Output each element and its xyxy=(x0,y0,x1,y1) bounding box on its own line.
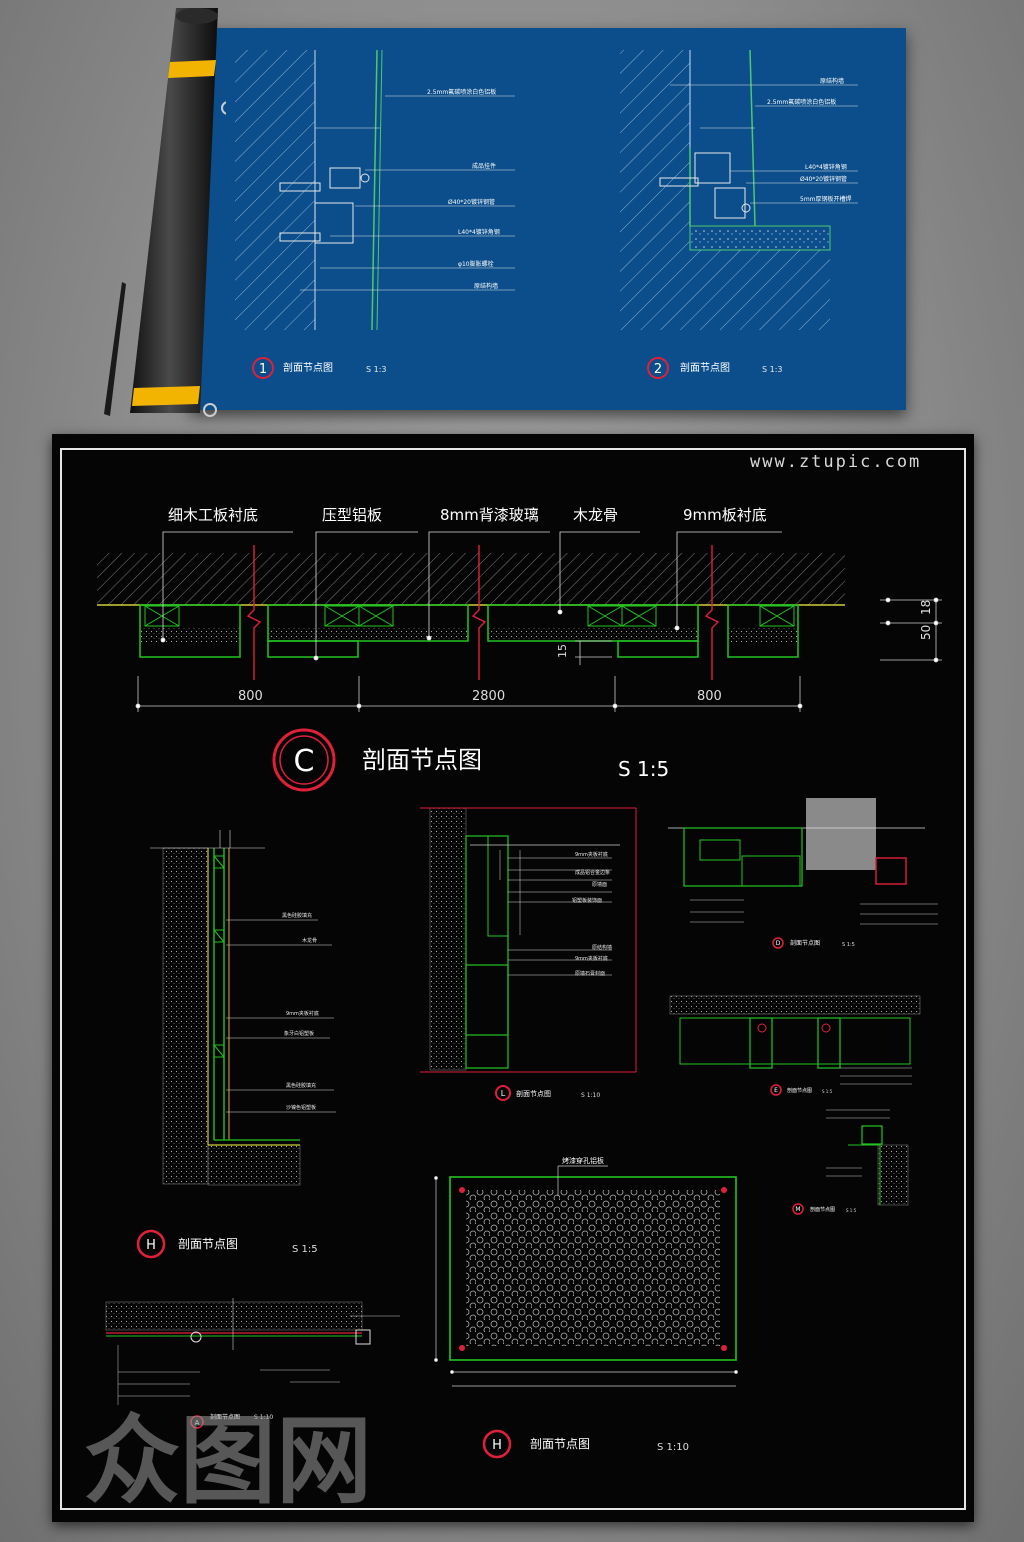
detail-l-drawing: 9mm夹板衬底 成品铝合金边条 原墙面 铝塑板装饰面 原结构墙 9mm夹板衬底 … xyxy=(420,807,637,1073)
d1-label-6: 原结构墙 xyxy=(474,282,498,290)
l-label-3: 原墙面 xyxy=(592,881,607,888)
h2-panel-label: 烤漆穿孔铝板 xyxy=(562,1156,604,1165)
d-title: 剖面节点图 xyxy=(790,939,820,947)
l-marker-ring xyxy=(495,1085,511,1101)
h1-label-2: 木龙骨 xyxy=(302,937,317,944)
c-title: 剖面节点图 xyxy=(362,746,482,774)
c-scale: S 1:5 xyxy=(618,757,669,781)
detail-e-drawing xyxy=(669,995,921,1085)
d-scale: S 1:5 xyxy=(842,942,855,948)
l-label-6: 9mm夹板衬底 xyxy=(575,955,608,962)
h1-marker: H xyxy=(146,1238,156,1253)
a-marker: A xyxy=(195,1419,200,1427)
m-marker-ring xyxy=(792,1203,804,1215)
h1-label-3: 9mm夹板衬底 xyxy=(286,1010,319,1017)
d2-label-5: 5mm厚钢板开槽焊 xyxy=(800,195,852,203)
d1-label-3: Ø40*20镀锌钢管 xyxy=(448,198,495,206)
l-label-1: 9mm夹板衬底 xyxy=(575,851,608,858)
c-marker-ring-inner xyxy=(279,735,329,785)
cad-frame xyxy=(60,448,966,1510)
d1-marker-circle xyxy=(252,357,274,379)
d1-scale: S 1:3 xyxy=(366,365,387,374)
h1-title: 剖面节点图 xyxy=(178,1237,238,1251)
d1-label-4: L40*4镀锌角钢 xyxy=(458,228,500,236)
m-marker: M xyxy=(795,1206,800,1213)
h1-scale: S 1:5 xyxy=(292,1244,318,1255)
blueprint-drawing: 2.5mm氟碳喷涂白色铝板 成品挂件 Ø40*20镀锌钢管 L40*4镀锌角钢 … xyxy=(235,49,858,379)
detail-h2-drawing: 烤漆穿孔铝板 xyxy=(434,1156,738,1387)
e-title: 剖面节点图 xyxy=(787,1087,812,1094)
detail-c-drawing: 细木工板衬底 压型铝板 8mm背漆玻璃 木龙骨 9mm板衬底 800 2800 … xyxy=(97,506,942,712)
h1-label-5: 黑色硅胶填充 xyxy=(286,1082,316,1089)
d1-label-5: φ10膨胀螺栓 xyxy=(458,260,494,268)
m-scale: S 1:5 xyxy=(846,1208,857,1213)
l-marker: L xyxy=(501,1089,506,1098)
c-label-4: 木龙骨 xyxy=(573,506,618,524)
d2-label-4: Ø40*20镀锌钢管 xyxy=(800,175,847,183)
l-title: 剖面节点图 xyxy=(516,1089,551,1098)
e-marker-ring xyxy=(770,1084,782,1096)
detail-2-drawing: 原结构墙 2.5mm氟碳喷涂白色铝板 L40*4镀锌角钢 Ø40*20镀锌钢管 … xyxy=(620,49,858,330)
c-label-1: 细木工板衬底 xyxy=(168,506,258,524)
d2-marker: 2 xyxy=(654,362,662,377)
d2-label-1: 原结构墙 xyxy=(820,77,844,85)
d2-label-3: L40*4镀锌角钢 xyxy=(805,163,847,171)
h1-marker-ring xyxy=(136,1229,166,1259)
e-marker: E xyxy=(774,1087,778,1094)
d1-label-2: 成品挂件 xyxy=(472,162,496,170)
h1-label-4: 象牙白铝塑板 xyxy=(284,1030,314,1037)
h2-scale: S 1:10 xyxy=(657,1442,689,1453)
e-scale: S 1:5 xyxy=(822,1089,833,1094)
logo-text: 众图网 xyxy=(84,1406,372,1510)
h2-marker: H xyxy=(492,1438,502,1453)
d2-label-2: 2.5mm氟碳喷涂白色铝板 xyxy=(767,98,836,106)
d2-title: 剖面节点图 xyxy=(680,361,730,374)
l-scale: S 1:10 xyxy=(581,1092,600,1099)
c-label-2: 压型铝板 xyxy=(322,506,382,524)
detail-1-drawing: 2.5mm氟碳喷涂白色铝板 成品挂件 Ø40*20镀锌钢管 L40*4镀锌角钢 … xyxy=(235,49,515,331)
l-label-7: 原墙石膏封面 xyxy=(575,970,605,977)
d-marker: D xyxy=(776,940,781,947)
l-label-2: 成品铝合金边条 xyxy=(575,869,610,876)
a-title: 剖面节点图 xyxy=(210,1413,240,1421)
d2-marker-circle xyxy=(647,357,669,379)
ztupic-logo: 众图网 xyxy=(84,1406,372,1510)
detail-d-drawing xyxy=(668,798,938,925)
blueprint-sheet: 2.5mm氟碳喷涂白色铝板 成品挂件 Ø40*20镀锌钢管 L40*4镀锌角钢 … xyxy=(190,28,906,410)
c-dim-15: 15 xyxy=(556,644,569,658)
c-dim-800-right: 800 xyxy=(697,689,722,704)
c-dim-18: 18 xyxy=(919,600,933,615)
c-dim-2800: 2800 xyxy=(472,689,505,704)
a-scale: S 1:10 xyxy=(254,1414,273,1421)
scroll-tube xyxy=(130,8,235,422)
c-marker-ring xyxy=(272,728,336,792)
detail-a-drawing xyxy=(105,1298,400,1405)
c-dim-800-left: 800 xyxy=(238,689,263,704)
d-marker-ring xyxy=(772,937,784,949)
h2-title: 剖面节点图 xyxy=(530,1437,590,1451)
c-marker: C xyxy=(294,744,315,779)
d1-title: 剖面节点图 xyxy=(283,361,333,374)
watermark-url: www.ztupic.com xyxy=(750,452,922,472)
h2-marker-ring xyxy=(482,1429,512,1459)
pen-icon xyxy=(104,282,126,416)
a-marker-ring xyxy=(190,1415,204,1429)
c-label-3: 8mm背漆玻璃 xyxy=(440,506,539,524)
d1-label-1: 2.5mm氟碳喷涂白色铝板 xyxy=(427,88,496,96)
h1-label-1: 黑色硅胶填充 xyxy=(282,912,312,919)
detail-h1-drawing: 黑色硅胶填充 木龙骨 9mm夹板衬底 象牙白铝塑板 黑色硅胶填充 沙镍色铝塑板 xyxy=(150,830,336,1186)
detail-m-drawing xyxy=(826,1109,909,1206)
l-label-4: 铝塑板装饰面 xyxy=(572,897,602,904)
h1-label-6: 沙镍色铝塑板 xyxy=(286,1104,316,1111)
c-label-5: 9mm板衬底 xyxy=(683,506,767,524)
c-dim-50: 50 xyxy=(919,625,933,640)
d1-marker: 1 xyxy=(259,362,267,377)
d2-scale: S 1:3 xyxy=(762,365,783,374)
l-label-5: 原结构墙 xyxy=(592,944,612,951)
m-title: 剖面节点图 xyxy=(810,1206,835,1213)
